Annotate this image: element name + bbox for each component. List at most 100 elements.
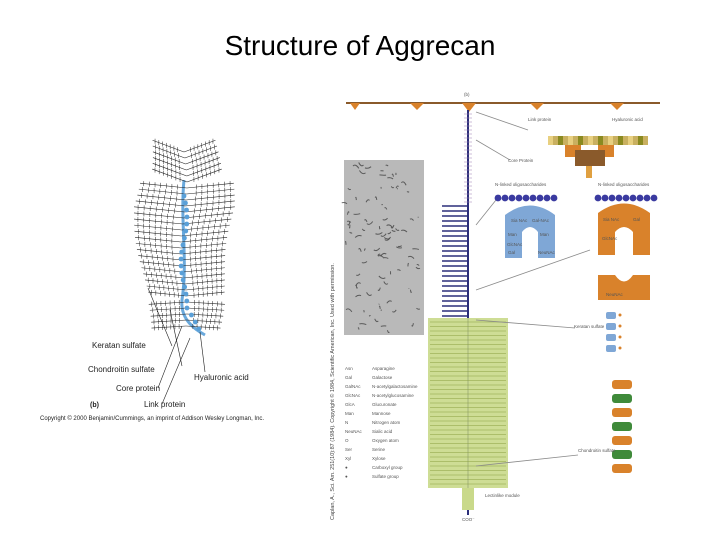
- electron-micrograph: Caplan, A., Sci. Am. 251(10):87 (1984). …: [329, 160, 424, 520]
- micrograph-strand: [358, 162, 364, 167]
- micrograph-strand: [400, 229, 408, 233]
- chondroitin-chain: [186, 291, 225, 297]
- label-hyaluronic-acid: Hyaluronic acid: [194, 373, 249, 382]
- chondroitin-chain: [144, 279, 185, 285]
- micrograph-strand: [384, 236, 391, 241]
- keratan-unit: [606, 345, 616, 352]
- chondroitin-sulfate-chains: [133, 138, 235, 331]
- legend-abbr: NeuNAc: [345, 429, 363, 434]
- micrograph-strand: [409, 289, 412, 293]
- micrograph-strand: [380, 233, 387, 237]
- n-linked-chain-right: [594, 194, 658, 202]
- micrograph-strand: [353, 213, 361, 215]
- chondroitin-chain: [134, 230, 182, 237]
- link-protein-dot: [181, 193, 187, 199]
- legend-abbr: Asn: [345, 366, 353, 371]
- sugar-term: Sia NAc: [603, 217, 620, 222]
- chondroitin-chain: [183, 267, 225, 273]
- micrograph-strand: [382, 257, 389, 259]
- sugar-term: NeuNAc: [538, 250, 556, 255]
- chondroitin-chain: [151, 319, 187, 323]
- chondroitin-chain: [138, 255, 182, 261]
- micrograph-strand: [375, 232, 383, 235]
- chondroitin-chain: [185, 151, 219, 165]
- legend-abbr: N: [345, 420, 348, 425]
- micrograph-strand: [378, 226, 381, 230]
- chondroitin-block-lines: [430, 321, 506, 485]
- micrograph-strand: [387, 231, 392, 235]
- micrograph-strand: [385, 164, 389, 167]
- chondroitin-chain: [141, 267, 184, 273]
- micrograph-strand: [364, 219, 368, 223]
- label-keratan-sulfate-detail: Keratan sulfate: [574, 324, 605, 329]
- micrograph-strand: [406, 191, 410, 193]
- micrograph-strand: [364, 166, 372, 169]
- micrograph-strand: [407, 262, 409, 267]
- sugar-bead: [536, 194, 544, 202]
- micrograph-strand: [377, 287, 381, 291]
- chondroitin-chain: [152, 157, 187, 171]
- micrograph-strand: [347, 221, 351, 226]
- link-protein-dot: [178, 256, 184, 262]
- sugar-term: NeuNAc: [606, 292, 624, 297]
- keratan-unit: [606, 312, 616, 319]
- chondroitin-chain: [186, 301, 225, 305]
- chondroitin-chain: [186, 182, 234, 189]
- legend-meaning: Xylose: [372, 456, 386, 461]
- link-protein-dot: [188, 312, 194, 318]
- chondroitin-chain: [137, 194, 187, 201]
- sulfate-dot: [618, 324, 622, 328]
- link-protein-dot: [180, 242, 186, 248]
- chondroitin-unit: [612, 422, 632, 431]
- chondroitin-chain: [185, 194, 235, 201]
- micrograph-strand: [384, 207, 388, 210]
- sulfate-dot: [618, 313, 622, 317]
- legend-meaning: Nitrogen atom: [372, 420, 401, 425]
- micrograph-strand: [383, 237, 390, 240]
- sugar-bead: [515, 194, 523, 202]
- link-protein-dot: [184, 298, 190, 304]
- chondroitin-unit: [612, 436, 632, 445]
- chondroitin-chain: [183, 212, 234, 219]
- micrograph-strand: [355, 294, 362, 298]
- micrograph-strand: [355, 273, 361, 276]
- chondroitin-chain: [143, 273, 185, 279]
- chondroitin-chain: [151, 325, 187, 329]
- keratan-unit: [606, 334, 616, 341]
- chondroitin-chain: [148, 301, 187, 305]
- micrograph-strand: [386, 300, 392, 304]
- micrograph-strand: [390, 224, 395, 229]
- micrograph-strand: [416, 263, 420, 266]
- chondroitin-chain: [133, 212, 184, 219]
- legend-abbr: ●: [345, 474, 348, 479]
- chondroitin-chain: [138, 188, 187, 195]
- micrograph-caption: Caplan, A., Sci. Am. 251(10):87 (1984). …: [329, 263, 336, 520]
- micrograph-strand: [363, 248, 366, 251]
- legend-meaning: Carboxyl group: [372, 465, 403, 470]
- chondroitin-chain: [185, 200, 235, 207]
- micrograph-strand: [395, 228, 400, 231]
- micrograph-strand: [383, 281, 389, 285]
- chondroitin-chain: [134, 218, 183, 225]
- micrograph-strand: [387, 177, 394, 180]
- legend-meaning: Glucuronate: [372, 402, 397, 407]
- label-link-protein: Link protein: [144, 400, 185, 409]
- micrograph-strand: [386, 330, 390, 333]
- sulfate-dot: [618, 346, 622, 350]
- sugar-bead: [615, 194, 623, 202]
- sugar-bead: [601, 194, 609, 202]
- chondroitin-chain: [186, 188, 235, 195]
- lectin-module-block: [462, 488, 474, 510]
- chondroitin-chain: [186, 307, 225, 311]
- label-chondroitin-sulfate: Chondroitin sulfate: [88, 365, 155, 374]
- legend-abbr: O: [345, 438, 349, 443]
- chondroitin-sulfate-column: [612, 380, 632, 473]
- micrograph-strand: [377, 253, 381, 256]
- page-title: Structure of Aggrecan: [224, 30, 496, 61]
- micrograph-strand: [359, 323, 367, 326]
- micrograph-strand: [415, 266, 421, 270]
- chondroitin-chain: [186, 157, 220, 171]
- chondroitin-chain: [181, 249, 226, 255]
